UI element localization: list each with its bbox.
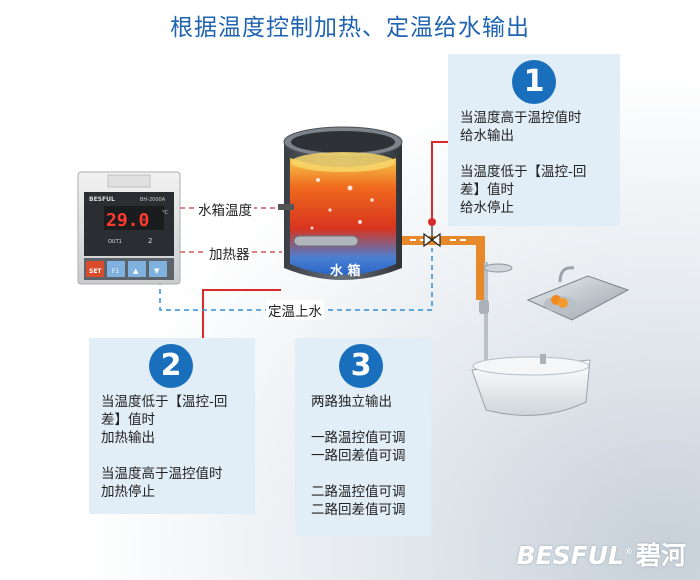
panel-1-line: 给水输出 xyxy=(460,128,514,144)
panel-2-line: 加热输出 xyxy=(101,430,155,446)
panel-2-number: 2 xyxy=(149,344,193,388)
panel-2-line: 当温度高于温控值时 xyxy=(101,466,223,482)
refill-label: 定温上水 xyxy=(266,300,324,320)
panel-1-line: 当温度低于【温控-回 xyxy=(460,164,587,180)
panel-1: 1 当温度高于温控值时 给水输出 当温度低于【温控-回 差】值时 给水停止 xyxy=(448,54,620,226)
panel-2-line: 差】值时 xyxy=(101,412,155,428)
tank-temp-label: 水箱温度 xyxy=(196,199,254,219)
panel-2-line: 当温度低于【温控-回 xyxy=(101,394,228,410)
brand-logo-mark: ® xyxy=(623,547,633,558)
panel-1-number: 1 xyxy=(512,60,556,104)
page-title: 根据温度控制加热、定温给水输出 xyxy=(170,15,530,41)
brand-logo-text: BESFUL xyxy=(516,541,624,570)
panel-3: 3 两路独立输出 一路温控值可调 一路回差值可调 二路温控值可调 二路回差值可调 xyxy=(295,338,431,536)
panel-1-line: 当温度高于温控值时 xyxy=(460,110,582,126)
brand-logo-cn: 碧河 xyxy=(635,541,686,570)
panel-2: 2 当温度低于【温控-回 差】值时 加热输出 当温度高于温控值时 加热停止 xyxy=(89,338,255,514)
brand-logo: BESFUL®碧河 xyxy=(517,536,686,572)
panel-1-line: 差】值时 xyxy=(460,182,514,198)
panel-3-line: 两路独立输出 xyxy=(311,394,392,410)
panel-3-line: 二路回差值可调 xyxy=(311,502,406,518)
panel-3-line: 一路温控值可调 xyxy=(311,430,406,446)
panel-2-line: 加热停止 xyxy=(101,484,155,500)
panel-3-line: 二路温控值可调 xyxy=(311,484,406,500)
panel-3-line: 一路回差值可调 xyxy=(311,448,406,464)
panel-3-number: 3 xyxy=(339,344,383,388)
heater-label: 加热器 xyxy=(207,243,252,263)
panel-1-line: 给水停止 xyxy=(460,200,514,216)
